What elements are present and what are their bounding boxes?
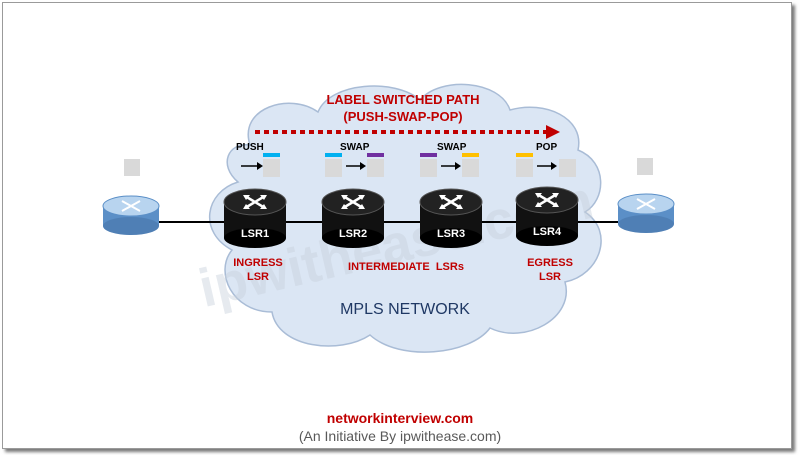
- router-label: LSR4: [533, 226, 562, 238]
- label-cyan: [263, 153, 280, 157]
- network-label: MPLS NETWORK: [340, 301, 470, 318]
- role-egress-lsr: LSR: [539, 271, 561, 283]
- op-label-pop: POP: [536, 142, 557, 153]
- footer-initiative: (An Initiative By ipwithease.com): [298, 428, 502, 444]
- router-arrows-icon: [439, 194, 463, 210]
- label-purple: [420, 153, 437, 157]
- op-label-swap-2: SWAP: [437, 142, 467, 153]
- router-arrows-icon: [243, 194, 267, 210]
- router-lsr1: LSR1: [223, 188, 287, 248]
- router-label: LSR2: [339, 228, 367, 240]
- role-intermediate: INTERMEDIATE LSRs: [348, 261, 464, 273]
- swap-operation-1: [325, 153, 384, 177]
- packet: [325, 159, 342, 177]
- lsp-subtitle: (PUSH-SWAP-POP): [343, 109, 462, 124]
- label-yellow: [516, 153, 533, 157]
- role-ingress-lsr: LSR: [247, 271, 269, 283]
- pop-operation: [516, 153, 576, 177]
- packet: [263, 159, 280, 177]
- push-operation: [241, 153, 280, 177]
- label-purple: [367, 153, 384, 157]
- packet: [516, 159, 533, 177]
- packet: [420, 159, 437, 177]
- router-lsr4: LSR4: [515, 186, 579, 246]
- router-label: LSR3: [437, 228, 465, 240]
- footer-site: networkinterview.com: [326, 410, 474, 426]
- router-lsr3: LSR3: [419, 188, 483, 248]
- router-arrows-icon: [341, 194, 365, 210]
- edge-router-right: [617, 193, 675, 233]
- mpls-cloud: [208, 83, 602, 353]
- packet: [462, 159, 479, 177]
- router-arrows-icon: [636, 198, 656, 210]
- edge-router-left: [102, 195, 160, 235]
- router-arrows-icon: [121, 200, 141, 212]
- swap-operation-2: [420, 153, 479, 177]
- router-label: LSR1: [241, 228, 269, 240]
- router-arrows-icon: [535, 192, 559, 208]
- label-cyan: [325, 153, 342, 157]
- role-egress: EGRESS: [527, 257, 573, 269]
- lsp-arrow: [255, 125, 560, 139]
- op-label-swap-1: SWAP: [340, 142, 370, 153]
- packet-left: [124, 159, 140, 176]
- packet-right: [637, 158, 653, 175]
- lsp-title: LABEL SWITCHED PATH: [326, 92, 479, 107]
- packet: [367, 159, 384, 177]
- packet: [559, 159, 576, 177]
- role-ingress: INGRESS: [233, 257, 283, 269]
- router-lsr2: LSR2: [321, 188, 385, 248]
- label-yellow: [462, 153, 479, 157]
- op-label-push: PUSH: [236, 142, 264, 153]
